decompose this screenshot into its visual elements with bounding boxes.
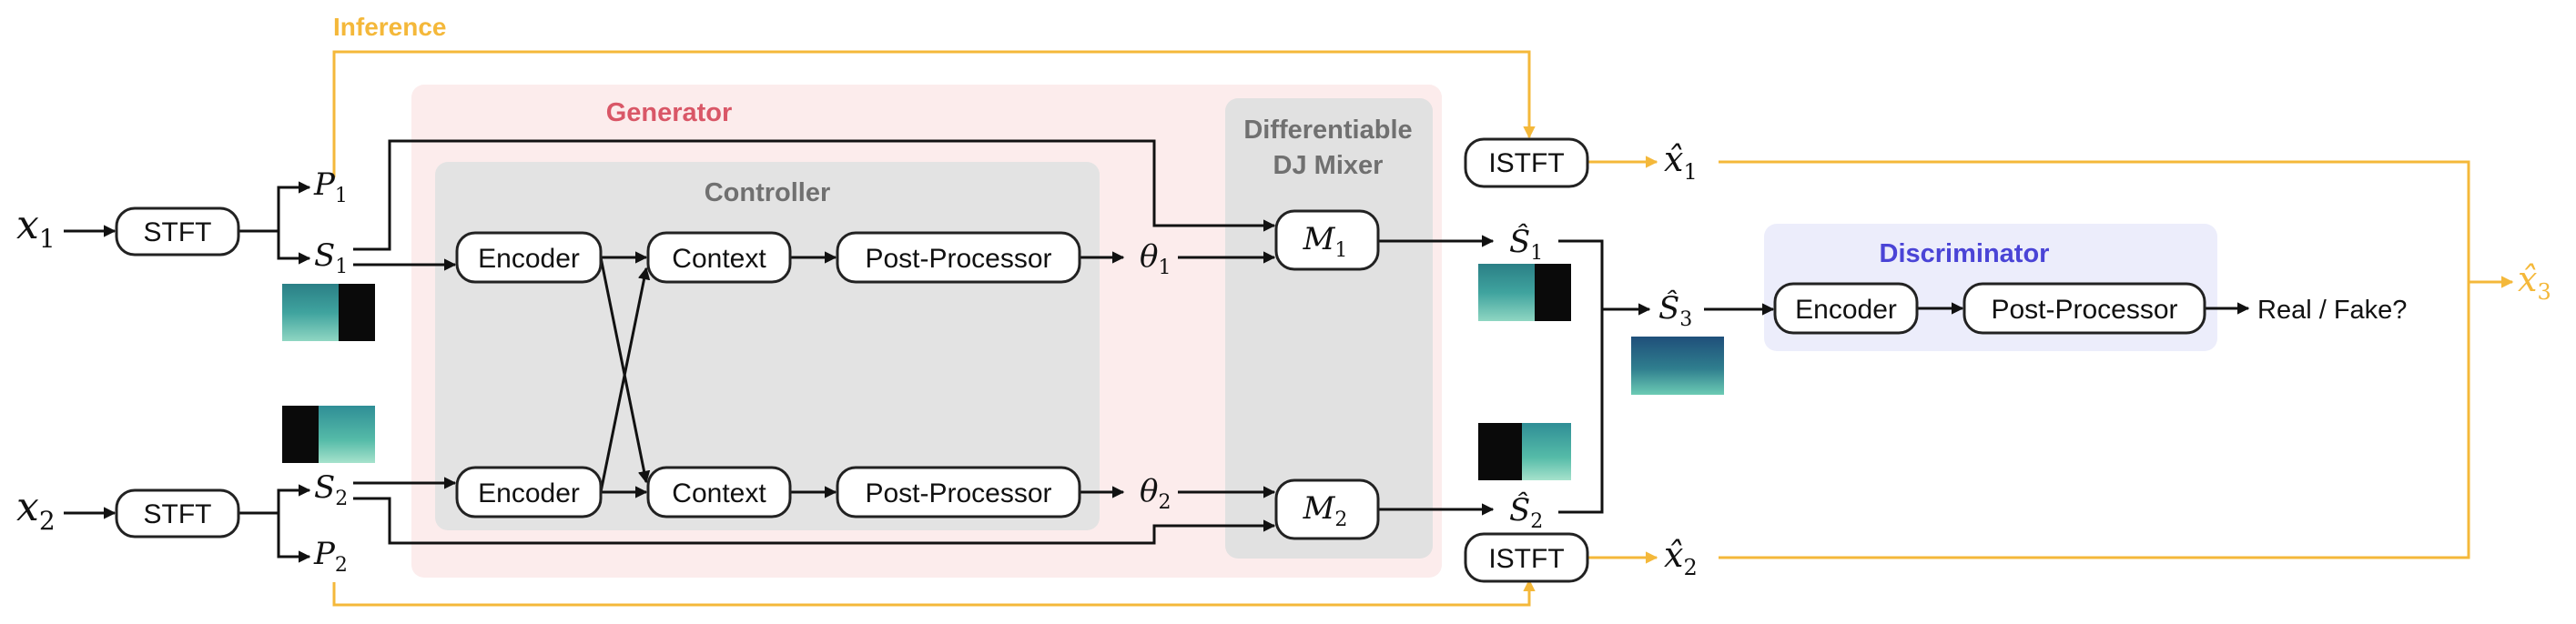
encoder-1-label: Encoder [478, 244, 580, 274]
xhat3-symbol: x̂3 [2518, 259, 2551, 305]
postprocessor-2-block: Post-Processor [836, 466, 1081, 518]
controller-label: Controller [705, 178, 831, 207]
istft-2-label: ISTFT [1488, 544, 1564, 574]
stft1-to-s1 [277, 231, 311, 265]
xhat2-symbol: x̂2 [1664, 535, 1698, 580]
mixer-label-line2: DJ Mixer [1273, 151, 1384, 180]
disc-postprocessor-label: Post-Processor [1991, 295, 2177, 325]
dj-mixer-region [1225, 98, 1433, 559]
stft-1-label: STFT [144, 217, 212, 247]
stft-2-block: STFT [115, 488, 240, 538]
spectrogram-shat2 [1478, 423, 1571, 480]
disc-encoder-block: Encoder [1773, 282, 1919, 335]
context-2-label: Context [672, 478, 766, 508]
theta1-symbol: θ1 [1140, 238, 1171, 279]
encoder1-to-context2 [599, 257, 651, 484]
inference-path-top [332, 50, 1536, 177]
mixer-1-block: M1 [1274, 209, 1380, 271]
s1-to-mixer1 [353, 139, 1276, 251]
s2-to-mixer2 [353, 497, 1276, 545]
real-fake-label: Real / Fake? [2257, 296, 2407, 325]
postprocessor-1-label: Post-Processor [865, 244, 1051, 274]
stft-1-block: STFT [115, 206, 240, 257]
mixer-2-label: M2 [1303, 490, 1348, 531]
x1-symbol: x1 [16, 202, 56, 254]
p2-symbol: P2 [313, 536, 348, 577]
inference-path-bottom [332, 579, 1536, 607]
istft-2-block: ISTFT [1464, 532, 1589, 583]
encoder-2-label: Encoder [478, 478, 580, 508]
istft-1-label: ISTFT [1488, 148, 1564, 178]
disc-encoder-label: Encoder [1795, 295, 1897, 325]
spectrogram-s1 [282, 284, 375, 341]
x2-symbol: x2 [16, 484, 56, 536]
encoder-1-block: Encoder [455, 231, 603, 284]
postprocessor-1-block: Post-Processor [836, 231, 1081, 284]
spectrogram-shat3 [1631, 337, 1724, 395]
xhat2-to-xhat3 [1719, 282, 2470, 559]
s2-symbol: S2 [314, 469, 348, 510]
generator-label: Generator [606, 98, 733, 127]
shat3-symbol: Ŝ3 [1658, 289, 1692, 331]
disc-postprocessor-block: Post-Processor [1962, 282, 2206, 335]
spectrogram-shat1 [1478, 264, 1571, 321]
stft2-split [238, 484, 311, 515]
context-1-label: Context [672, 244, 766, 274]
p1-symbol: P1 [313, 166, 348, 207]
mixer-1-label: M1 [1303, 221, 1348, 262]
postprocessor-2-label: Post-Processor [865, 478, 1051, 508]
spectrogram-s2 [282, 406, 375, 463]
stft1-split [238, 181, 311, 233]
encoder-2-block: Encoder [455, 466, 603, 518]
mixer-label-line1: Differentiable [1243, 116, 1412, 145]
istft-1-block: ISTFT [1464, 137, 1589, 188]
xhat1-to-xhat3 [1719, 160, 2514, 288]
xhat1-symbol: x̂1 [1664, 139, 1698, 185]
mixer-2-block: M2 [1274, 478, 1380, 540]
stft-2-label: STFT [144, 499, 212, 529]
s1-symbol: S1 [314, 237, 348, 278]
theta2-symbol: θ2 [1140, 473, 1171, 514]
encoder2-to-context1 [599, 267, 651, 493]
discriminator-label: Discriminator [1880, 239, 2050, 268]
shat2-symbol: Ŝ2 [1509, 491, 1543, 533]
stft2-to-p2 [277, 513, 311, 563]
context-1-block: Context [646, 231, 792, 284]
shat1-symbol: Ŝ1 [1509, 223, 1543, 265]
shat2-to-shat3 [1558, 309, 1604, 514]
context-2-block: Context [646, 466, 792, 518]
shat1-to-shat3 [1558, 239, 1651, 316]
inference-label: Inference [333, 13, 447, 41]
